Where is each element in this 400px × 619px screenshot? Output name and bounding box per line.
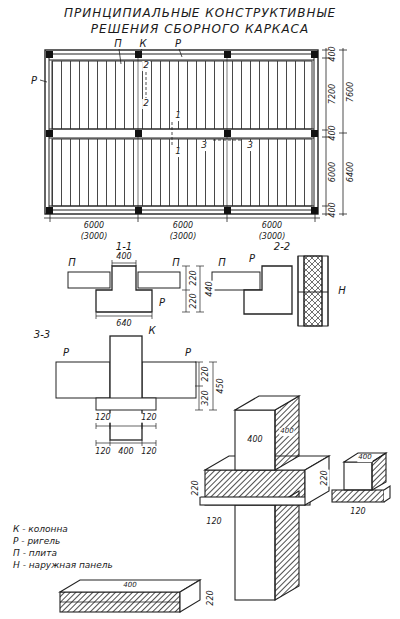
dimension: 120 <box>140 414 157 423</box>
part-letter: П <box>67 257 77 268</box>
part-letter: П <box>113 38 123 49</box>
part-letter: К <box>147 325 156 336</box>
dimension: 120 <box>94 448 111 457</box>
beam-end-view <box>332 453 390 502</box>
section-mark: 3 <box>200 141 208 151</box>
dimension: 6400 <box>347 161 356 183</box>
dimension: 400 <box>329 124 338 141</box>
section-mark: 1 <box>174 111 182 121</box>
section-mark: 3 <box>246 141 254 151</box>
section-title: 2-2 <box>273 241 291 252</box>
part-letter: К <box>138 38 147 49</box>
dimension: 220 <box>190 292 199 309</box>
section-mark: 2 <box>142 99 150 109</box>
dimension: 400 <box>122 582 137 590</box>
section-2-2 <box>212 256 328 326</box>
dimension: 400 <box>329 45 338 62</box>
dimension: 120 <box>94 414 111 423</box>
part-letter: Р <box>158 297 166 308</box>
dimension: (3000) <box>169 233 198 242</box>
dimension: 220 <box>190 269 199 286</box>
section-mark: 1 <box>174 147 182 157</box>
dimension: 220 <box>207 589 216 606</box>
dimension: 6000 <box>261 222 283 231</box>
column-beam-view <box>200 396 329 600</box>
dimension: 220 <box>202 365 211 382</box>
section-title: 3-3 <box>33 329 51 340</box>
section-1-1 <box>68 260 204 319</box>
legend-entry: П - плита <box>12 549 58 559</box>
dimension: 220 <box>321 469 330 486</box>
dimension: 6000 <box>172 222 194 231</box>
dimension: 400 <box>117 448 134 457</box>
dimension: 320 <box>202 389 211 406</box>
part-letter: Р <box>174 38 182 49</box>
dimension: 640 <box>115 320 132 329</box>
dimension: 400 <box>329 201 338 218</box>
dimension: 450 <box>217 377 226 394</box>
dimension: 120 <box>349 508 366 517</box>
section-title: 1-1 <box>115 241 133 252</box>
dimension: 6000 <box>83 222 105 231</box>
part-letter: Р <box>30 75 38 86</box>
part-letter: П <box>217 257 227 268</box>
legend-entry: Н - наружная панель <box>12 561 114 571</box>
part-letter: Р <box>248 253 256 264</box>
legend-entry: Р - ригель <box>12 537 61 547</box>
section-3-3 <box>56 336 217 446</box>
part-letter: Н <box>337 285 347 296</box>
dimension: 120 <box>140 448 157 457</box>
dimension: 6000 <box>329 161 338 183</box>
dimension: 120 <box>205 518 222 527</box>
dimension: 7200 <box>329 83 338 105</box>
section-mark: 2 <box>142 61 150 71</box>
beam-piece-view <box>60 580 200 612</box>
dimension: 220 <box>192 479 201 496</box>
legend-entry: К - колонна <box>12 525 69 535</box>
dimension: 7600 <box>347 81 356 103</box>
dimension: 400 <box>279 428 294 436</box>
dimension: 440 <box>206 280 215 297</box>
part-letter: П <box>171 257 181 268</box>
floor-plan <box>40 48 347 222</box>
dimension: 400 <box>357 454 372 462</box>
dimension: (3000) <box>80 233 109 242</box>
part-letter: Р <box>62 347 70 358</box>
dimension: 400 <box>246 436 263 445</box>
drawing-title: ПРИНЦИПИАЛЬНЫЕ КОНСТРУКТИВНЫЕ РЕШЕНИЯ СБ… <box>50 6 350 37</box>
part-letter: Р <box>184 347 192 358</box>
dimension: 400 <box>115 253 132 262</box>
